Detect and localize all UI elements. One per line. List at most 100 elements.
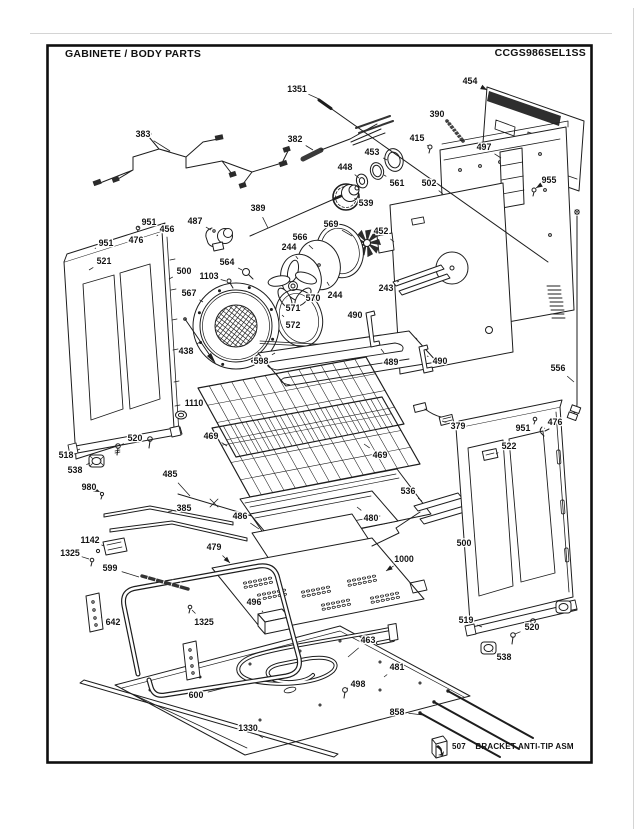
part-number-label: 456: [160, 224, 175, 234]
part-number-label: 564: [220, 257, 235, 267]
part-number-label: 571: [286, 303, 301, 313]
part-number-label: 570: [306, 293, 321, 303]
rod-485: [177, 493, 263, 520]
part-number-label: 980: [82, 482, 97, 492]
scan-page-edge: [30, 8, 634, 829]
page-title: GABINETE / BODY PARTS: [65, 48, 202, 60]
part-number-label: 476: [548, 417, 563, 427]
part-number-label: 453: [365, 147, 380, 157]
part-number-label: 567: [182, 288, 197, 298]
grommets-538-right: [480, 600, 572, 655]
clip-476-b: [539, 426, 550, 437]
wiring-harness-383: [92, 130, 291, 189]
part-number-label: 538: [497, 652, 512, 662]
part-number-label: 485: [163, 469, 178, 479]
anti-tip-label: BRACKET ANTI-TIP ASM: [475, 742, 574, 751]
part-number-label: 502: [422, 178, 437, 188]
rod-389: [249, 194, 343, 237]
part-number-label: 1351: [287, 84, 307, 94]
part-number-label: 489: [384, 357, 399, 367]
part-number-label: 490: [433, 356, 448, 366]
bake-element-463: [236, 623, 399, 686]
part-number-label: 1142: [80, 535, 99, 545]
anti-tip-note: 507 BRACKET ANTI-TIP ASM: [452, 742, 574, 751]
part-number-label: 382: [288, 134, 303, 144]
part-number-label: 642: [106, 617, 121, 627]
part-number-label: 1325: [194, 617, 214, 627]
part-number-label: 1330: [238, 723, 258, 733]
part-number-label: 389: [251, 203, 266, 213]
trim-strip-1330: [79, 679, 339, 758]
part-number-label: 538: [68, 465, 83, 475]
part-number-label: 500: [177, 266, 192, 276]
part-number-label: 521: [97, 256, 112, 266]
brackets-243: [392, 264, 451, 296]
part-number-label: 487: [188, 216, 203, 226]
clip-564: [242, 268, 254, 280]
part-number-label: 1103: [199, 271, 218, 281]
baffle-plates-566-244: [280, 223, 364, 303]
part-number-label: 519: [459, 615, 474, 625]
part-number-label: 522: [502, 441, 517, 451]
part-number-label: 951: [142, 217, 157, 227]
side-panel-left-500: [63, 222, 181, 460]
part-number-label: 858: [390, 707, 405, 717]
screw-1103: [226, 278, 234, 289]
part-number-label: 476: [129, 235, 144, 245]
part-number-label: 448: [338, 162, 353, 172]
part-number-label: 556: [551, 363, 566, 373]
rod-1351: [317, 98, 549, 263]
fan-cover-567: [192, 282, 280, 370]
screw-498: [342, 687, 348, 699]
harness-rod-556: [566, 209, 582, 422]
rod-599: [140, 573, 190, 591]
part-number-label: 518: [59, 450, 74, 460]
part-number-label: 599: [103, 563, 118, 573]
broil-element-assembly-489-598: [257, 330, 438, 387]
part-number-label: 566: [293, 232, 308, 242]
part-number-label: 520: [128, 433, 143, 443]
anti-tip-part-number: 507: [452, 742, 466, 751]
convection-fan-570-571: [267, 259, 317, 309]
part-number-label: 244: [282, 242, 297, 252]
part-number-label: 520: [525, 622, 540, 632]
box-496: [257, 608, 290, 635]
bracket-490-a: [365, 310, 381, 348]
bottom-rail-519: [464, 599, 578, 637]
part-number-label: 479: [207, 542, 222, 552]
part-number-label: 385: [177, 503, 192, 513]
rods-858: [418, 689, 534, 758]
part-number-label: 955: [542, 175, 557, 185]
bracket-1142: [95, 537, 128, 556]
screw-1325-b: [187, 604, 193, 614]
grommet-1110: [175, 410, 187, 420]
part-number-label: 951: [516, 423, 531, 433]
part-number-label: 572: [286, 320, 301, 330]
hinge-receiver-642-b: [182, 640, 201, 681]
part-number-label: 383: [136, 129, 151, 139]
motor-washers-448-561-453: [355, 148, 404, 189]
part-number-label: 379: [451, 421, 466, 431]
part-number-label: 951: [99, 238, 114, 248]
part-number-label: 561: [390, 178, 405, 188]
part-number-label: 569: [324, 219, 339, 229]
screw-955: [531, 187, 537, 197]
part-number-label: 598: [254, 356, 269, 366]
part-number-label: 243: [379, 283, 394, 293]
anti-tip-bracket-icon: [431, 735, 448, 759]
side-panel-right-500: [455, 399, 574, 623]
fan-blade-569: [353, 229, 395, 258]
screws-520-left: [114, 436, 153, 456]
hinge-receiver-642-a: [85, 592, 104, 633]
wire-assembly-379: [412, 402, 455, 426]
part-number-label: 469: [373, 450, 388, 460]
part-number-label: 481: [390, 662, 405, 672]
igniter-382: [300, 115, 394, 162]
part-number-label: 498: [351, 679, 366, 689]
part-number-label: 469: [204, 431, 219, 441]
part-number-label: 244: [328, 290, 343, 300]
part-number-label: 1325: [60, 548, 80, 558]
